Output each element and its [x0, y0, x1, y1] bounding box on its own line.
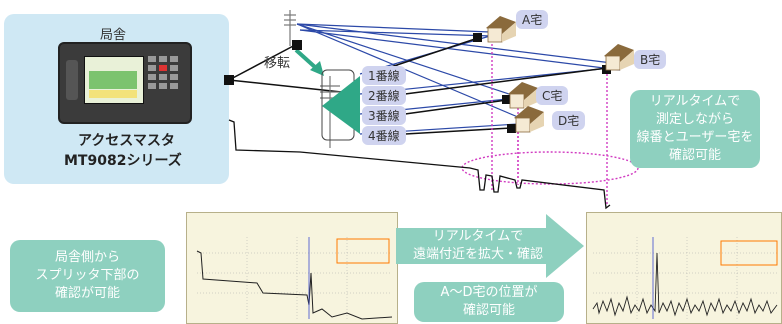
otdr-screen-right — [586, 212, 782, 324]
line-label-2: 2番線 — [362, 86, 406, 105]
otdr-trace-right — [592, 237, 778, 319]
arrow-text-line1: リアルタイムで — [432, 229, 524, 244]
callout-office-side: 局舎側から スプリッタ下部の 確認が可能 — [10, 240, 165, 312]
house-label-a: A宅 — [516, 10, 549, 29]
callout-houses-position: A～D宅の位置が 確認可能 — [414, 282, 564, 322]
callout-top-line2: 測定しながら — [655, 112, 734, 127]
house-c — [508, 82, 538, 109]
callout-top-line4: 確認可能 — [668, 148, 721, 163]
line-label-1: 1番線 — [362, 66, 406, 85]
arrow-text: リアルタイムで 遠端付近を拡大・確認 — [398, 228, 558, 264]
callout-top-line3: 線番とユーザー宅を — [636, 130, 754, 145]
transfer-label: 移転 — [264, 56, 291, 71]
line-label-4: 4番線 — [362, 126, 406, 145]
house-b — [604, 44, 634, 71]
house-label-b: B宅 — [634, 50, 667, 69]
splitter-triangle — [322, 76, 360, 134]
callout-houses-line2: 確認可能 — [462, 303, 515, 318]
callout-top-line1: リアルタイムで — [649, 94, 741, 109]
pole-top — [284, 10, 296, 46]
arrow-text-line2: 遠端付近を拡大・確認 — [412, 247, 543, 262]
otdr-trace-left — [187, 213, 397, 320]
office-title: 局舎 — [100, 28, 127, 43]
otdr-screen-left — [186, 212, 398, 324]
house-label-d: D宅 — [552, 111, 586, 130]
otdr-trace-top — [228, 119, 611, 210]
callout-houses-line1: A～D宅の位置が — [440, 285, 538, 300]
callout-office-line2: スプリッタ下部の — [35, 268, 140, 283]
product-model: MT9082シリーズ — [64, 153, 182, 169]
house-a — [486, 16, 516, 43]
callout-office-line3: 確認が可能 — [54, 286, 120, 301]
device-keypad — [148, 56, 182, 102]
callout-office-line1: 局舎側から — [54, 250, 120, 265]
zoom-arrow — [396, 214, 584, 278]
access-master-device — [58, 42, 192, 124]
device-screen — [84, 56, 144, 104]
callout-realtime-top: リアルタイムで 測定しながら 線番とユーザー宅を 確認可能 — [630, 90, 760, 168]
highlight-lines — [461, 36, 639, 205]
line-label-3: 3番線 — [362, 106, 406, 125]
house-label-c: C宅 — [536, 86, 569, 105]
house-d — [514, 106, 544, 133]
splitter-pole — [320, 76, 340, 148]
product-name: アクセスマスタ — [78, 133, 175, 149]
transfer-arrow — [294, 48, 324, 76]
